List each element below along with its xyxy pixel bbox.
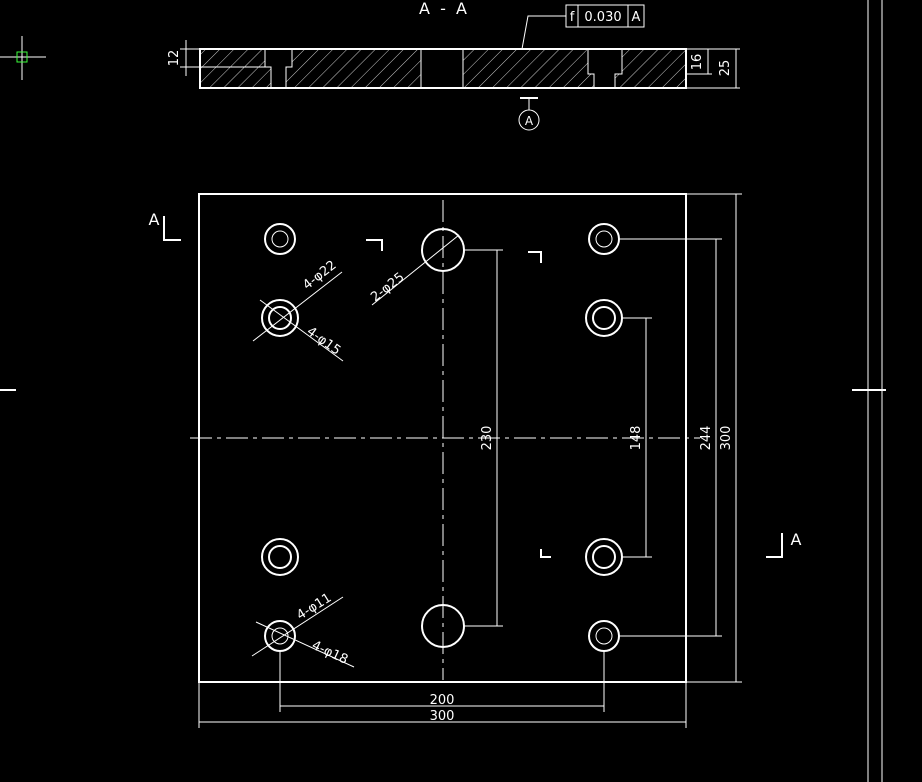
section-cut-marks: A A — [149, 210, 802, 558]
dim-vertical-300: 300 — [686, 193, 742, 683]
dimension-label: 244 — [699, 426, 714, 451]
dimension-label: 25 — [718, 60, 733, 77]
dimension-label: A — [149, 210, 160, 229]
dim-vertical-244: 244 — [619, 238, 722, 637]
dimension-label: 4-φ11 — [294, 590, 334, 623]
hole-bottom-left-inner — [261, 538, 299, 576]
dimension-label: 0.030 — [584, 10, 621, 25]
dimension-label: 4-φ15 — [304, 324, 344, 359]
hole-top-left-inner — [261, 299, 299, 337]
dimension-label: 230 — [480, 426, 495, 451]
flatness-tolerance-frame: f 0.030 A — [521, 4, 645, 50]
dimension-label: 12 — [167, 50, 182, 67]
dimension-label: 4-φ22 — [300, 258, 339, 293]
hole-bottom-right-inner — [585, 538, 623, 576]
plan-view: A A 4-φ22 4-φ15 2-φ25 4-φ11 4-φ18 230 — [149, 193, 802, 728]
hole-top-right-outer — [588, 223, 620, 255]
dimension-label: 2-φ25 — [368, 270, 407, 305]
dim-side-12: 12 — [167, 40, 200, 76]
drawing-frame — [0, 0, 886, 782]
dimension-label: 148 — [629, 426, 644, 451]
dim-horizontal-200: 200 — [279, 651, 605, 712]
dimension-label: 200 — [430, 693, 455, 708]
dimension-label: A — [791, 530, 802, 549]
dimension-label: 300 — [430, 709, 455, 724]
cad-crosshair-cursor-icon — [0, 36, 46, 80]
dimension-label: 16 — [690, 54, 705, 71]
dim-side-16-25: 16 25 — [686, 48, 740, 89]
hole-bottom-left-outer — [264, 620, 296, 652]
dimension-label: 300 — [719, 426, 734, 451]
mounting-holes — [261, 223, 623, 652]
dimension-label: A — [525, 114, 534, 128]
dim-horizontal-300: 300 — [198, 682, 687, 728]
section-title: A - A — [419, 0, 467, 18]
section-view: A - A 12 — [167, 0, 740, 131]
datum-a-marker: A — [518, 97, 540, 131]
dimension-label: 4-φ18 — [309, 638, 350, 668]
section-plate-body — [199, 48, 687, 89]
dim-vertical-148: 148 — [622, 317, 652, 558]
hole-top-left-outer — [264, 223, 296, 255]
hole-bottom-right-outer — [588, 620, 620, 652]
dim-vertical-230: 230 — [464, 249, 503, 627]
hole-top-right-inner — [585, 299, 623, 337]
dimension-label: A — [632, 10, 641, 25]
dimension-label: f — [570, 10, 575, 25]
